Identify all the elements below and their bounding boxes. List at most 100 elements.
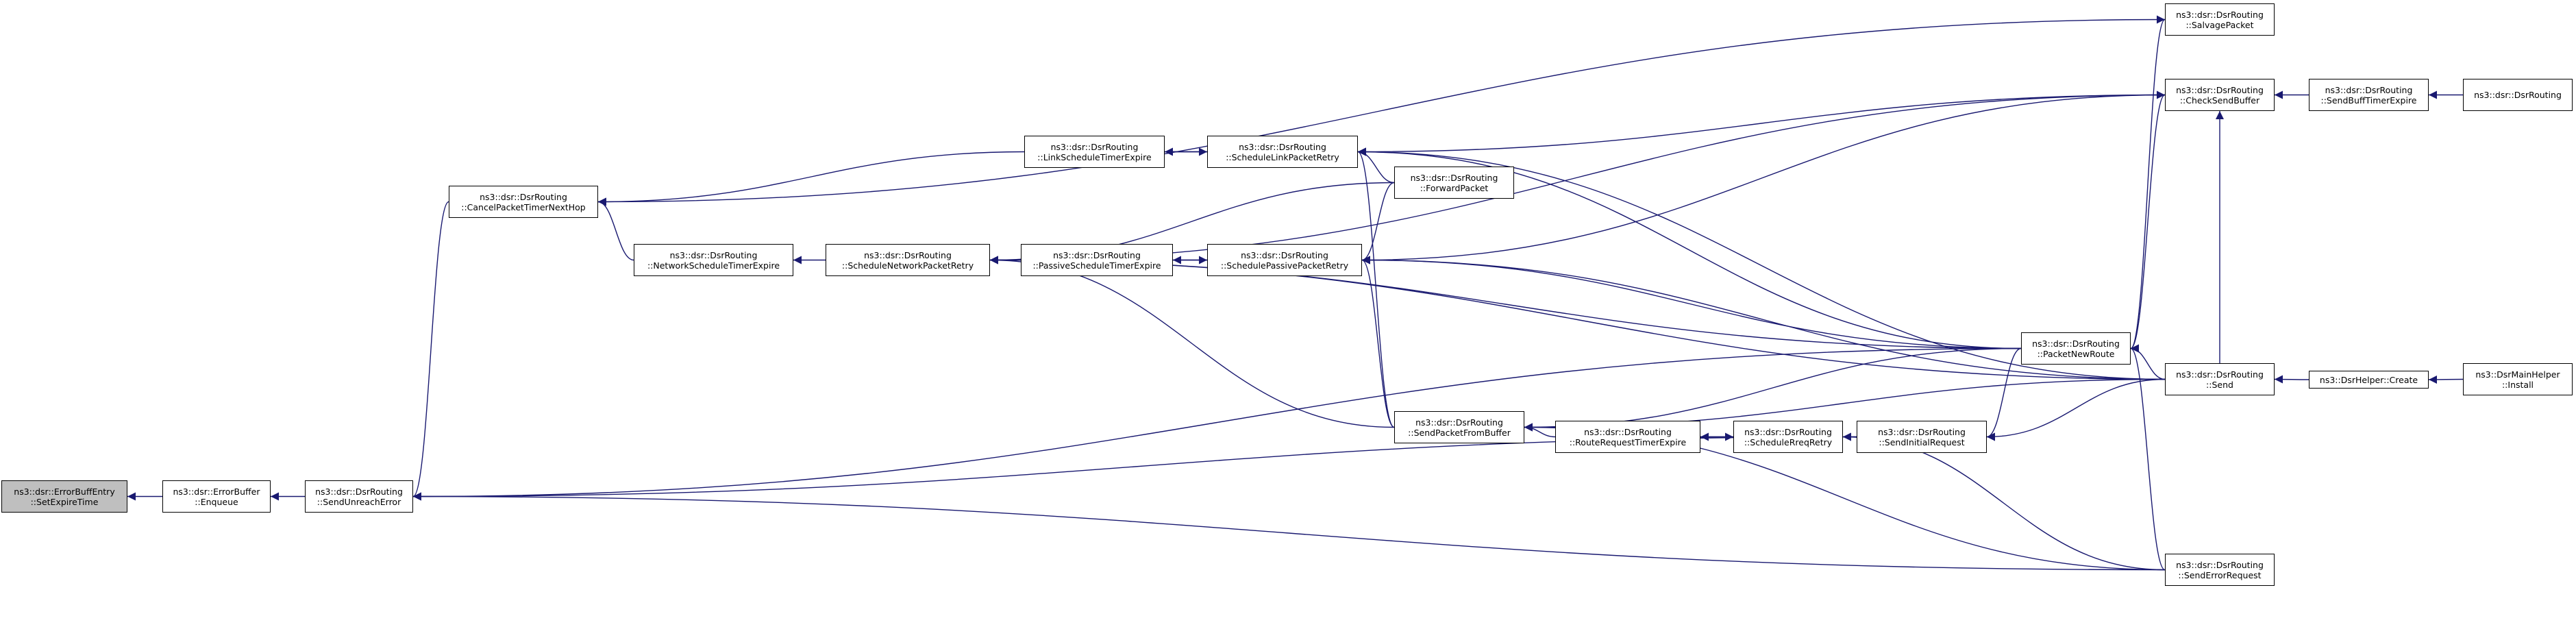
node-line1: ns3::dsr::DsrRouting — [864, 249, 952, 260]
edge-n3-to-n2 — [412, 201, 449, 501]
node-schedulelinkpacketretry[interactable]: ns3::dsr::DsrRouting ::ScheduleLinkPacke… — [1207, 136, 1358, 168]
node-line1: ns3::dsr::ErrorBuffer — [173, 486, 260, 497]
edge-n15-to-n14 — [1986, 347, 2022, 441]
edge-n11-to-n9 — [1361, 256, 1395, 428]
node-line2: ::SalvagePacket — [2185, 19, 2254, 30]
node-line2: ::SendBuffTimerExpire — [2320, 95, 2417, 106]
node-line2: ::SetExpireTime — [30, 496, 99, 507]
edge-n15-to-n17 — [2130, 90, 2166, 349]
edge-n18-to-n11 — [1524, 378, 2166, 432]
node-line2: ::LinkScheduleTimerExpire — [1037, 151, 1152, 162]
node-line2: ::ScheduleRreqRetry — [1744, 437, 1833, 447]
node-line2: ::PassiveScheduleTimerExpire — [1032, 260, 1161, 271]
edge-n11-to-n7 — [1357, 147, 1395, 428]
node-line1: ns3::dsr::DsrRouting — [1241, 249, 1328, 260]
node-line1: ns3::dsr::DsrRouting — [1415, 417, 1503, 428]
edge-n15-to-n16 — [2130, 15, 2166, 349]
node-line1: ns3::DsrMainHelper — [2475, 369, 2560, 380]
node-line2: ::CancelPacketTimerNextHop — [461, 201, 586, 212]
edge-n11-to-n5 — [989, 256, 1395, 428]
node-forwardpacket[interactable]: ns3::dsr::DsrRouting ::ForwardPacket — [1394, 167, 1514, 199]
node-linkscheduletimerexpire[interactable]: ns3::dsr::DsrRouting ::LinkScheduleTimer… — [1024, 136, 1165, 168]
node-passivescheduletimerexpire[interactable]: ns3::dsr::DsrRouting ::PassiveScheduleTi… — [1021, 244, 1173, 276]
edge-n12-to-n11 — [1524, 423, 1556, 438]
edge-n18-to-n14 — [1986, 378, 2166, 441]
node-line2: ::NetworkScheduleTimerExpire — [647, 260, 780, 271]
node-line2: ::Enqueue — [195, 496, 238, 507]
node-line1: ns3::dsr::DsrRouting — [2176, 84, 2264, 95]
node-line2: ::ScheduleLinkPacketRetry — [1226, 151, 1339, 162]
node-line2: ::ScheduleNetworkPacketRetry — [841, 260, 974, 271]
edge-n17-to-n9 — [1361, 94, 2166, 265]
node-line2: ::ForwardPacket — [1420, 182, 1489, 193]
node-errorbuffer-enqueue[interactable]: ns3::dsr::ErrorBuffer ::Enqueue — [162, 480, 271, 513]
node-line1: ns3::dsr::DsrRouting — [1050, 141, 1139, 152]
node-sendbufftimerexpire[interactable]: ns3::dsr::DsrRouting ::SendBuffTimerExpi… — [2309, 79, 2429, 111]
node-line1: ns3::dsr::DsrRouting — [1053, 249, 1141, 260]
node-packetnewroute[interactable]: ns3::dsr::DsrRouting ::PacketNewRoute — [2021, 332, 2131, 365]
node-line2: ::PacketNewRoute — [2037, 348, 2115, 359]
node-schedulenetworkpacketretry[interactable]: ns3::dsr::DsrRouting ::ScheduleNetworkPa… — [826, 244, 990, 276]
node-checksendbuffer[interactable]: ns3::dsr::DsrRouting ::CheckSendBuffer — [2165, 79, 2275, 111]
node-line1: ns3::dsr::DsrRouting — [2032, 338, 2120, 349]
node-line1: ns3::dsr::DsrRouting — [1744, 426, 1832, 437]
node-line2: ::Install — [2501, 379, 2534, 390]
node-line2: ::CheckSendBuffer — [2179, 95, 2260, 106]
node-line1: ns3::dsr::ErrorBuffEntry — [14, 486, 115, 497]
edge-n15-to-n2 — [412, 347, 2022, 501]
edge-n18-to-n9 — [1361, 256, 2166, 380]
node-salvagepacket[interactable]: ns3::dsr::DsrRouting ::SalvagePacket — [2165, 3, 2275, 36]
edge-n4-to-n3 — [597, 197, 634, 261]
edge-n18-to-n15 — [2130, 344, 2166, 380]
node-line2: ::RouteRequestTimerExpire — [1569, 437, 1687, 447]
node-cancelpackettimernexthop[interactable]: ns3::dsr::DsrRouting ::CancelPacketTimer… — [449, 186, 598, 218]
edge-n10-to-n7 — [1357, 147, 1395, 184]
node-line2: ::SendUnreachError — [317, 496, 401, 507]
node-line2: ::SendPacketFromBuffer — [1408, 427, 1511, 438]
node-schedulerreqretry[interactable]: ns3::dsr::DsrRouting ::ScheduleRreqRetry — [1733, 421, 1843, 453]
node-line1: ns3::dsr::DsrRouting — [2474, 90, 2562, 100]
node-send[interactable]: ns3::dsr::DsrRouting ::Send — [2165, 363, 2275, 395]
edge-n18-to-n5 — [989, 256, 2166, 380]
node-line2: ::SendInitialRequest — [1879, 437, 1965, 447]
node-senderrorrequest[interactable]: ns3::dsr::DsrRouting ::SendErrorRequest — [2165, 554, 2275, 586]
node-line1: ns3::dsr::DsrRouting — [1410, 172, 1498, 183]
node-sendinitialrequest[interactable]: ns3::dsr::DsrRouting ::SendInitialReques… — [1857, 421, 1987, 453]
edge-n15-to-n11 — [1524, 347, 2022, 432]
node-line1: ns3::dsr::DsrRouting — [1239, 141, 1326, 152]
edge-n15-to-n7 — [1357, 147, 2022, 349]
node-line1: ns3::dsr::DsrRouting — [669, 249, 758, 260]
node-line1: ns3::dsr::DsrRouting — [1584, 426, 1672, 437]
node-dsrmainhelper-install[interactable]: ns3::DsrMainHelper ::Install — [2463, 363, 2573, 395]
node-schedulepassivepacketretry[interactable]: ns3::dsr::DsrRouting ::SchedulePassivePa… — [1207, 244, 1362, 276]
edge-n10-to-n9 — [1361, 182, 1395, 265]
node-line1: ns3::dsr::DsrRouting — [2176, 369, 2264, 380]
node-networkscheduletimerexpire[interactable]: ns3::dsr::DsrRouting ::NetworkScheduleTi… — [634, 244, 793, 276]
edge-n17-to-n7 — [1357, 94, 2166, 156]
edge-n17-to-n5 — [989, 94, 2166, 265]
node-line1: ns3::dsr::DsrRouting — [480, 191, 567, 202]
edge-n18-to-n7 — [1357, 147, 2166, 380]
edge-n15-to-n9 — [1361, 256, 2022, 349]
node-line2: ::SchedulePassivePacketRetry — [1220, 260, 1349, 271]
edge-n16-to-n3 — [597, 19, 2166, 206]
node-line2: ::SendErrorRequest — [2178, 569, 2262, 580]
node-routerequesttimerexpire[interactable]: ns3::dsr::DsrRouting ::RouteRequestTimer… — [1555, 421, 1700, 453]
node-sendunreacherror[interactable]: ns3::dsr::DsrRouting ::SendUnreachError — [305, 480, 413, 513]
node-dsrhelper-create[interactable]: ns3::DsrHelper::Create — [2309, 371, 2429, 389]
node-line1: ns3::DsrHelper::Create — [2319, 374, 2418, 385]
node-line1: ns3::dsr::DsrRouting — [2176, 9, 2264, 20]
edge-n6-to-n3 — [597, 151, 1025, 206]
node-sendpacketfrombuffer[interactable]: ns3::dsr::DsrRouting ::SendPacketFromBuf… — [1394, 411, 1524, 443]
node-dsrrouting[interactable]: ns3::dsr::DsrRouting — [2463, 79, 2573, 111]
edge-n19-to-n15 — [2130, 344, 2166, 571]
node-line2: ::Send — [2206, 379, 2233, 390]
node-line1: ns3::dsr::DsrRouting — [2176, 559, 2264, 570]
node-line1: ns3::dsr::DsrRouting — [315, 486, 403, 497]
node-errorbuffentry-setexpiretime: ns3::dsr::ErrorBuffEntry ::SetExpireTime — [1, 480, 127, 513]
node-line1: ns3::dsr::DsrRouting — [1878, 426, 1966, 437]
node-line1: ns3::dsr::DsrRouting — [2325, 84, 2413, 95]
edge-n19-to-n13 — [1842, 432, 2166, 571]
edge-n19-to-n2 — [412, 492, 2166, 571]
